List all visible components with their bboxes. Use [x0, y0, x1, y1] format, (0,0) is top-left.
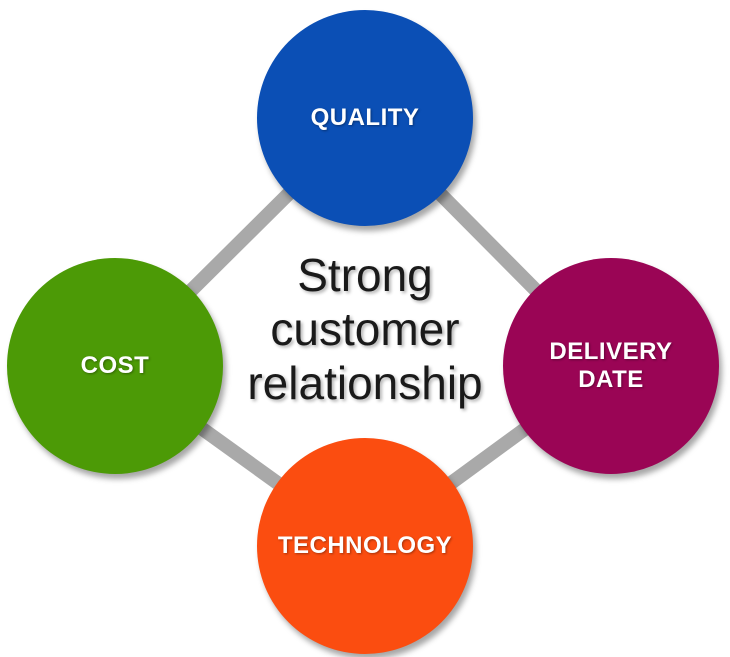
delivery-date-label: DELIVERY DATE — [549, 338, 672, 393]
center-label: Strong customer relationship — [200, 248, 530, 410]
delivery-date-node: DELIVERY DATE — [503, 258, 719, 474]
technology-label: TECHNOLOGY — [278, 532, 452, 560]
center-label-line-3: relationship — [247, 357, 483, 409]
cost-node: COST — [7, 258, 223, 474]
quality-label-text: QUALITY — [310, 104, 420, 132]
quality-label: QUALITY — [311, 104, 420, 132]
cost-label-text: COST — [80, 352, 150, 380]
technology-label-text: TECHNOLOGY — [277, 532, 453, 560]
cost-label: COST — [81, 352, 150, 380]
delivery-label-line-1: DELIVERY — [549, 338, 673, 366]
delivery-label-line-2: DATE — [578, 366, 644, 393]
technology-node: TECHNOLOGY — [257, 438, 473, 654]
center-label-line-1: Strong — [297, 249, 433, 301]
center-label-line-2: customer — [270, 303, 460, 355]
quality-node: QUALITY — [257, 10, 473, 226]
